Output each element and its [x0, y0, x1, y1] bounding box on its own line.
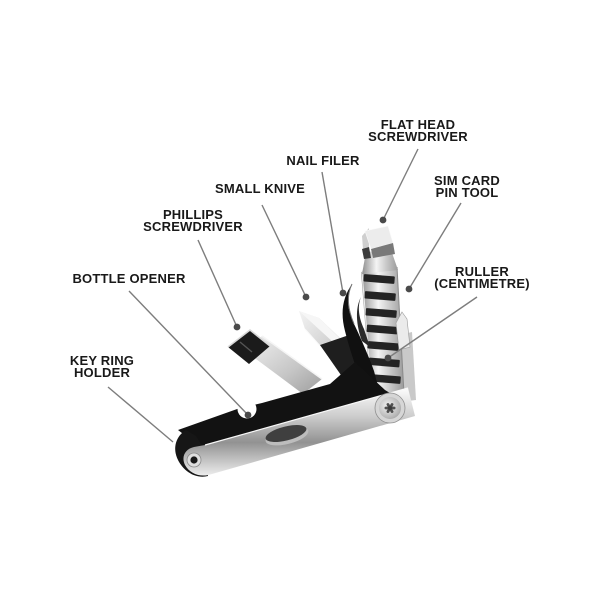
small-knive-leader-line [261, 204, 307, 298]
label-line1: RULLER [455, 264, 509, 279]
bottle-opener-notch [237, 399, 257, 419]
pivot-screw [374, 392, 406, 424]
flat-head-screwdriver-leader-dot [379, 216, 387, 224]
label-line2: SCREWDRIVER [368, 128, 468, 144]
nail-filer-leader-line [321, 171, 344, 294]
handle-shadow-wedge [178, 362, 403, 453]
label-line2: SCREWDRIVER [143, 218, 243, 234]
label-nail-filer: NAIL FILER [286, 153, 360, 168]
label-line2: HOLDER [73, 364, 131, 380]
small-knive-leader-dot [302, 293, 310, 301]
label-line1: SMALL KNIVE [214, 181, 306, 196]
label-line1: KEY RING [69, 353, 135, 368]
key-ring-holder-leader-line [107, 386, 174, 443]
label-line2: PIN TOOL [435, 184, 499, 200]
ruller-centimetre-leader-dot [384, 354, 392, 362]
ruller-centimetre-leader-line [387, 296, 478, 359]
nail-filer-leader-dot [339, 289, 347, 297]
label-line1: PHILLIPS [162, 207, 224, 222]
nail-filer-tool [342, 283, 381, 398]
sim-card-pin-tool-leader-dot [405, 285, 413, 293]
sim-card-pin-tool-leader-line [408, 202, 462, 290]
phillips-screwdriver-leader-dot [233, 323, 241, 331]
phillips-screwdriver-leader-line [197, 239, 238, 328]
sim-card-pin-tool [395, 311, 411, 351]
phillips-screwdriver-tool [227, 328, 323, 394]
label-line1: BOTTLE OPENER [72, 271, 186, 286]
flat-head-screwdriver-leader-line [382, 148, 419, 221]
label-line1: NAIL FILER [286, 153, 360, 168]
flat-head-screwdriver-tool [362, 225, 398, 274]
label-line1: SIM CARD [434, 173, 500, 188]
label-ruller-centimetre: RULLER(CENTIMETRE) [434, 264, 530, 291]
handle [175, 387, 415, 477]
leader-lines [107, 148, 478, 443]
label-bottle-opener: BOTTLE OPENER [72, 271, 186, 286]
label-line2: (CENTIMETRE) [434, 275, 530, 291]
bottle-opener-leader-line [128, 290, 249, 416]
bottle-opener-leader-dot [244, 411, 252, 419]
label-line1: FLAT HEAD [380, 117, 456, 132]
label-small-knive: SMALL KNIVE [214, 181, 306, 196]
